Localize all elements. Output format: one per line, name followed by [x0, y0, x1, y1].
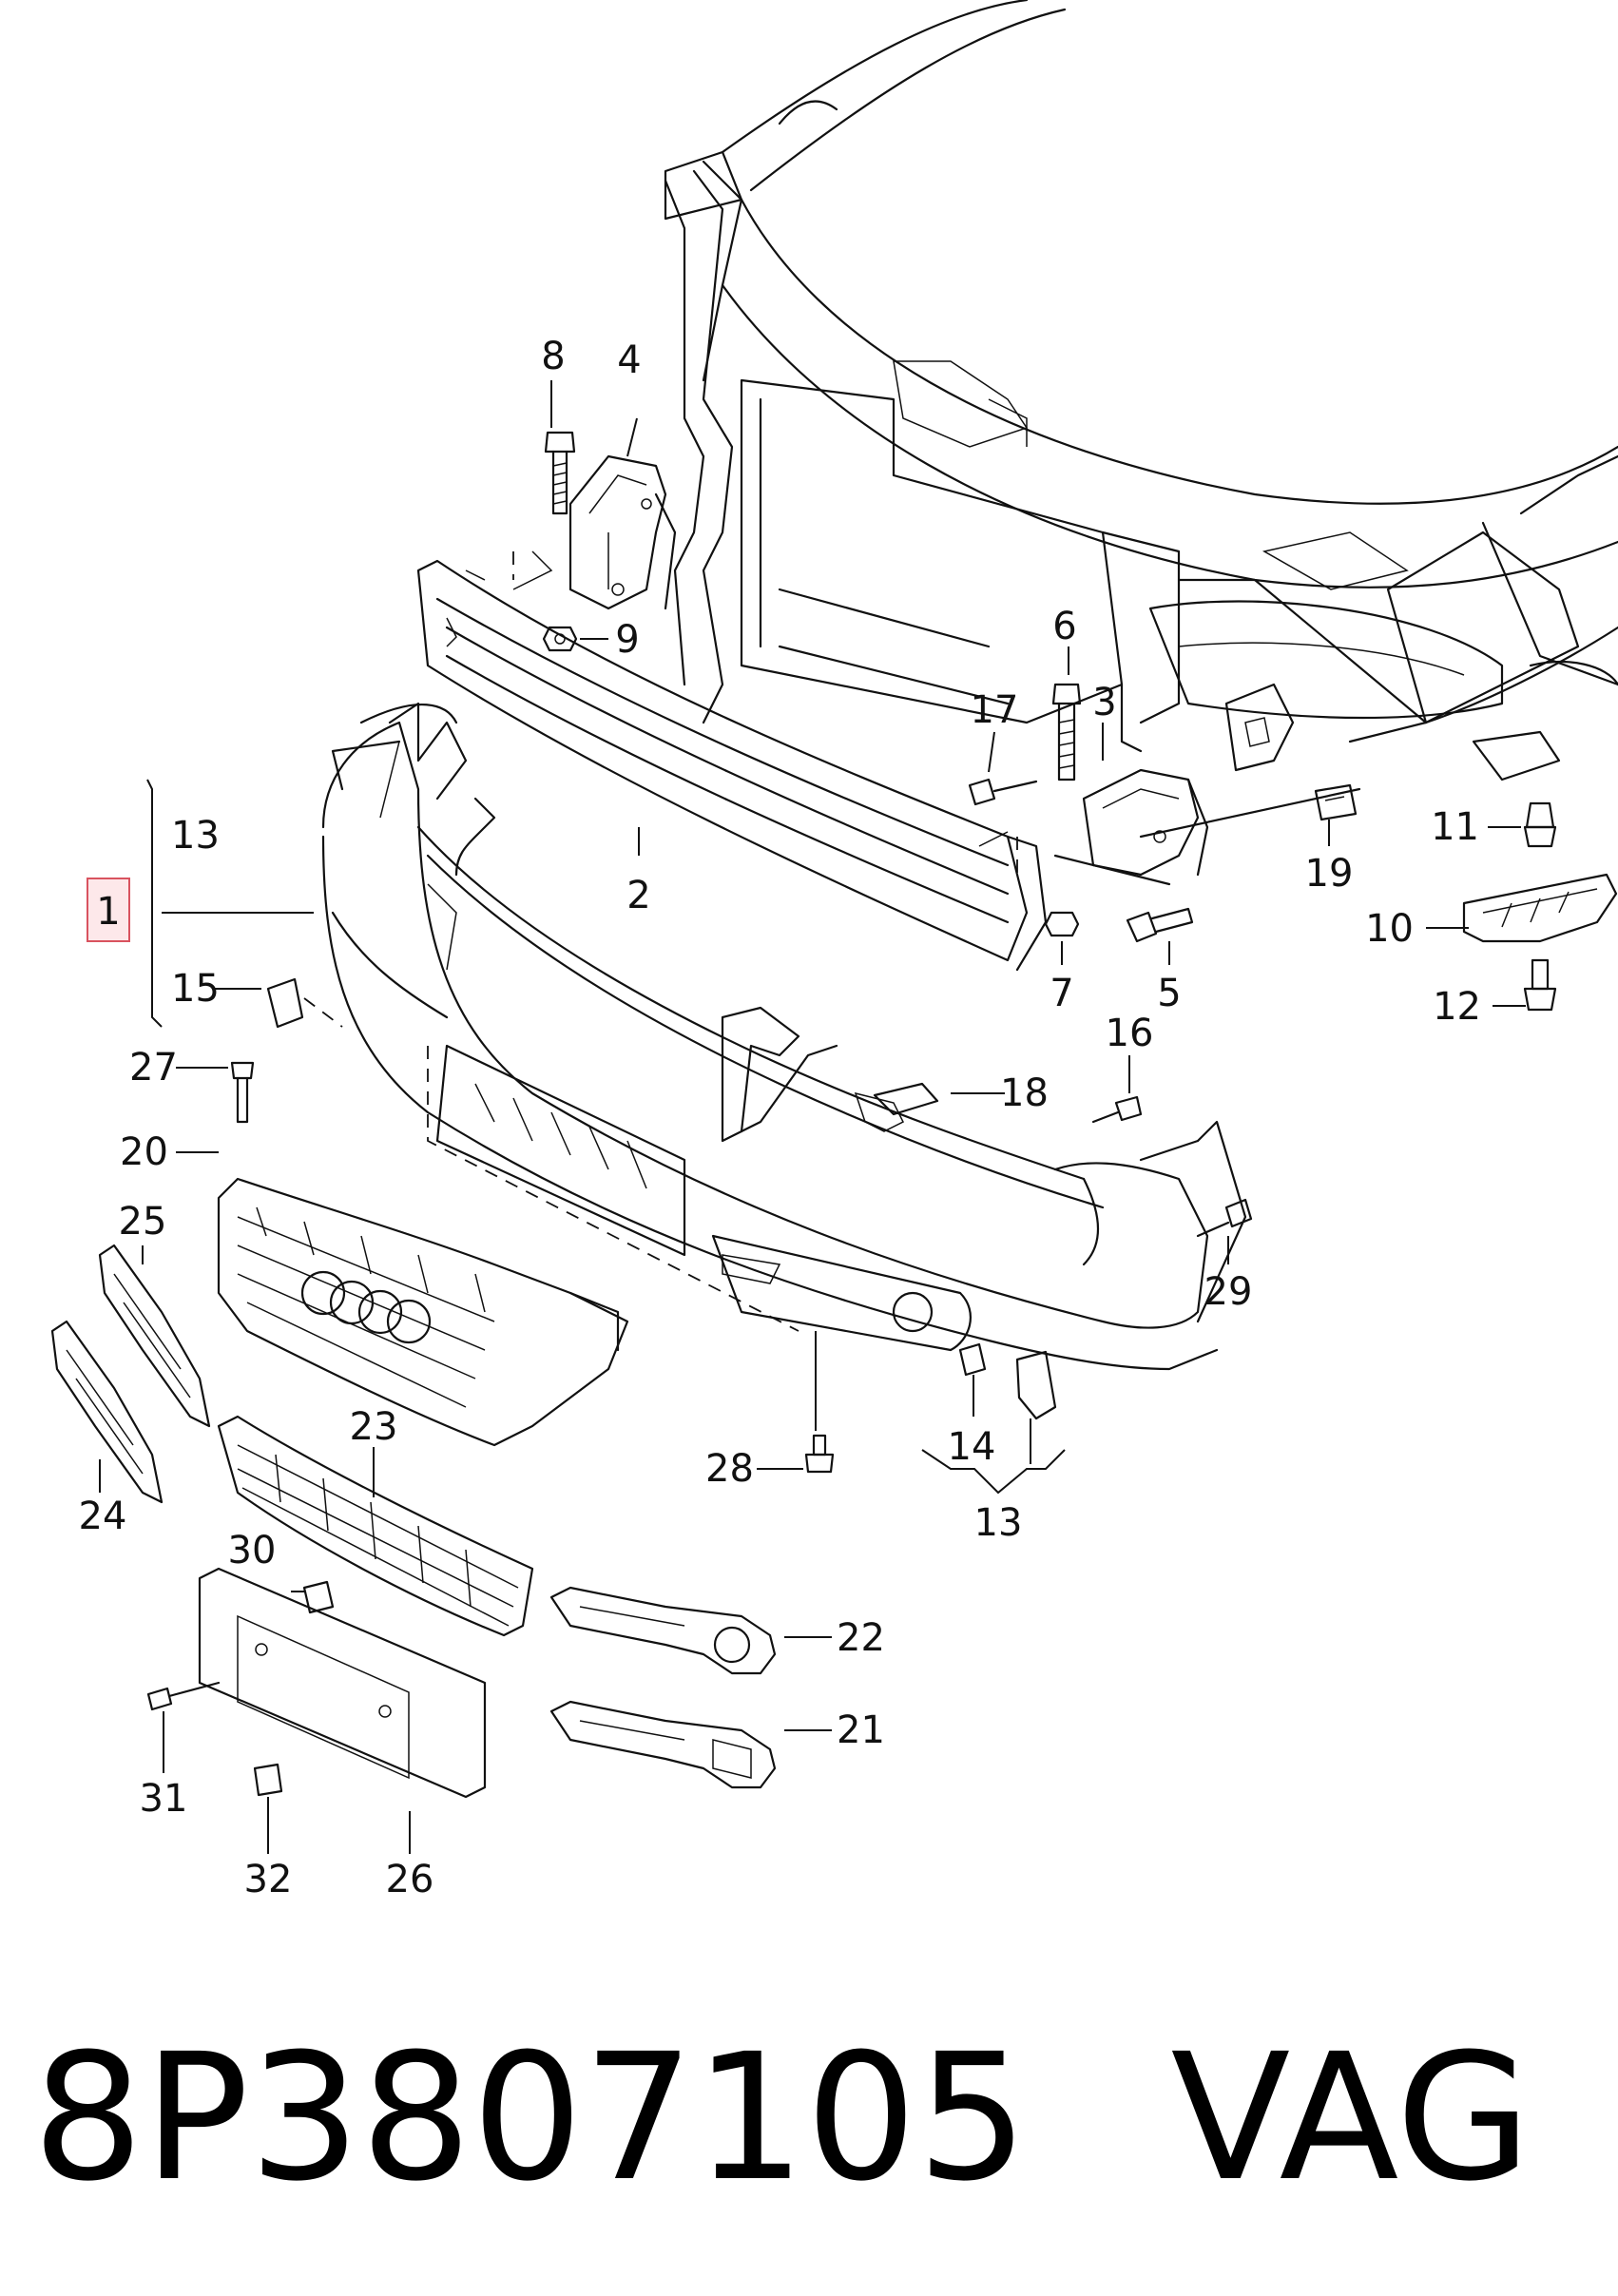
- callout-9[interactable]: 9: [615, 618, 639, 662]
- fog-surround-21: [549, 1700, 777, 1789]
- dashed-assembly-lines: [303, 551, 1018, 1332]
- bolt-6: [1051, 683, 1082, 781]
- lower-grille: [217, 1415, 534, 1637]
- callout-20[interactable]: 20: [120, 1130, 168, 1174]
- callout-19[interactable]: 19: [1305, 852, 1354, 896]
- callout-3[interactable]: 3: [1092, 681, 1116, 724]
- part-number: 8P3807105: [32, 2016, 1029, 2220]
- callout-labels: 1 2 3 4 5 6 7 8 9 10 11 12 13 13 14 15 1…: [79, 335, 1481, 1901]
- callout-18[interactable]: 18: [1000, 1071, 1049, 1115]
- connector-19: [1314, 783, 1358, 821]
- radiator-grille: [217, 1177, 629, 1447]
- callout-1-highlight[interactable]: [87, 878, 130, 942]
- callout-10[interactable]: 10: [1365, 907, 1414, 951]
- fog-surround-22: [549, 1586, 777, 1675]
- nut-9: [542, 626, 578, 652]
- callout-28[interactable]: 28: [705, 1447, 754, 1491]
- clip-30: [302, 1580, 335, 1614]
- callout-12[interactable]: 12: [1433, 985, 1481, 1029]
- callout-16[interactable]: 16: [1106, 1012, 1154, 1055]
- callout-25[interactable]: 25: [119, 1200, 167, 1244]
- callout-21[interactable]: 21: [837, 1708, 885, 1752]
- side-grille-24: [50, 1320, 164, 1504]
- car-front-body: [664, 0, 1618, 839]
- callout-11[interactable]: 11: [1431, 805, 1479, 849]
- bolt-8: [544, 431, 576, 515]
- left-mount-bracket: [568, 454, 677, 610]
- license-plate-base: [198, 1567, 487, 1799]
- callout-26[interactable]: 26: [386, 1858, 434, 1901]
- screw-28: [804, 1434, 835, 1474]
- side-guide-bracket: [1462, 873, 1618, 943]
- screw-12: [1523, 958, 1557, 1012]
- callout-7[interactable]: 7: [1050, 972, 1073, 1015]
- callout-32[interactable]: 32: [244, 1858, 293, 1901]
- callout-31[interactable]: 31: [140, 1777, 188, 1821]
- bracket-14: [958, 1342, 1057, 1420]
- bolt-5: [1126, 907, 1194, 943]
- right-mount-bracket: [1053, 768, 1209, 886]
- callout-13-bottom[interactable]: 13: [974, 1501, 1023, 1545]
- callout-15[interactable]: 15: [171, 967, 220, 1011]
- callout-6[interactable]: 6: [1052, 605, 1076, 648]
- callout-22[interactable]: 22: [837, 1616, 885, 1660]
- callout-29[interactable]: 29: [1204, 1270, 1253, 1314]
- callout-1[interactable]: 1: [96, 890, 120, 934]
- screw-31: [146, 1681, 221, 1711]
- callout-14[interactable]: 14: [948, 1425, 996, 1469]
- bolt-17: [968, 778, 1038, 806]
- tow-cap-18: [873, 1082, 939, 1116]
- callout-13-top[interactable]: 13: [171, 814, 220, 858]
- tow-cap-15: [266, 977, 304, 1029]
- brand-name: VAG: [1170, 2016, 1531, 2220]
- callout-2[interactable]: 2: [626, 874, 650, 917]
- leader-lines: [99, 380, 1526, 1854]
- screw-27: [230, 1061, 255, 1124]
- callout-24[interactable]: 24: [79, 1495, 127, 1538]
- screw-16: [1091, 1095, 1143, 1124]
- exploded-parts-diagram: 1 2 3 4 5 6 7 8 9 10 11 12 13 13 14 15 1…: [50, 0, 1618, 1901]
- clip-11: [1523, 801, 1557, 848]
- callout-27[interactable]: 27: [129, 1046, 178, 1090]
- callout-8[interactable]: 8: [541, 335, 565, 378]
- side-grille-25: [98, 1244, 211, 1428]
- screw-29: [1196, 1198, 1253, 1238]
- nut-7: [1044, 911, 1080, 937]
- bumper-cover: [321, 702, 1247, 1371]
- callout-17[interactable]: 17: [971, 688, 1019, 732]
- impact-reinforcement: [416, 550, 1048, 972]
- callout-4[interactable]: 4: [617, 338, 641, 382]
- clip-32: [253, 1763, 283, 1797]
- callout-30[interactable]: 30: [228, 1529, 277, 1572]
- callout-23[interactable]: 23: [350, 1405, 398, 1449]
- callout-5[interactable]: 5: [1157, 972, 1181, 1015]
- part-number-caption: 8P3807105 VAG: [32, 2014, 1591, 2223]
